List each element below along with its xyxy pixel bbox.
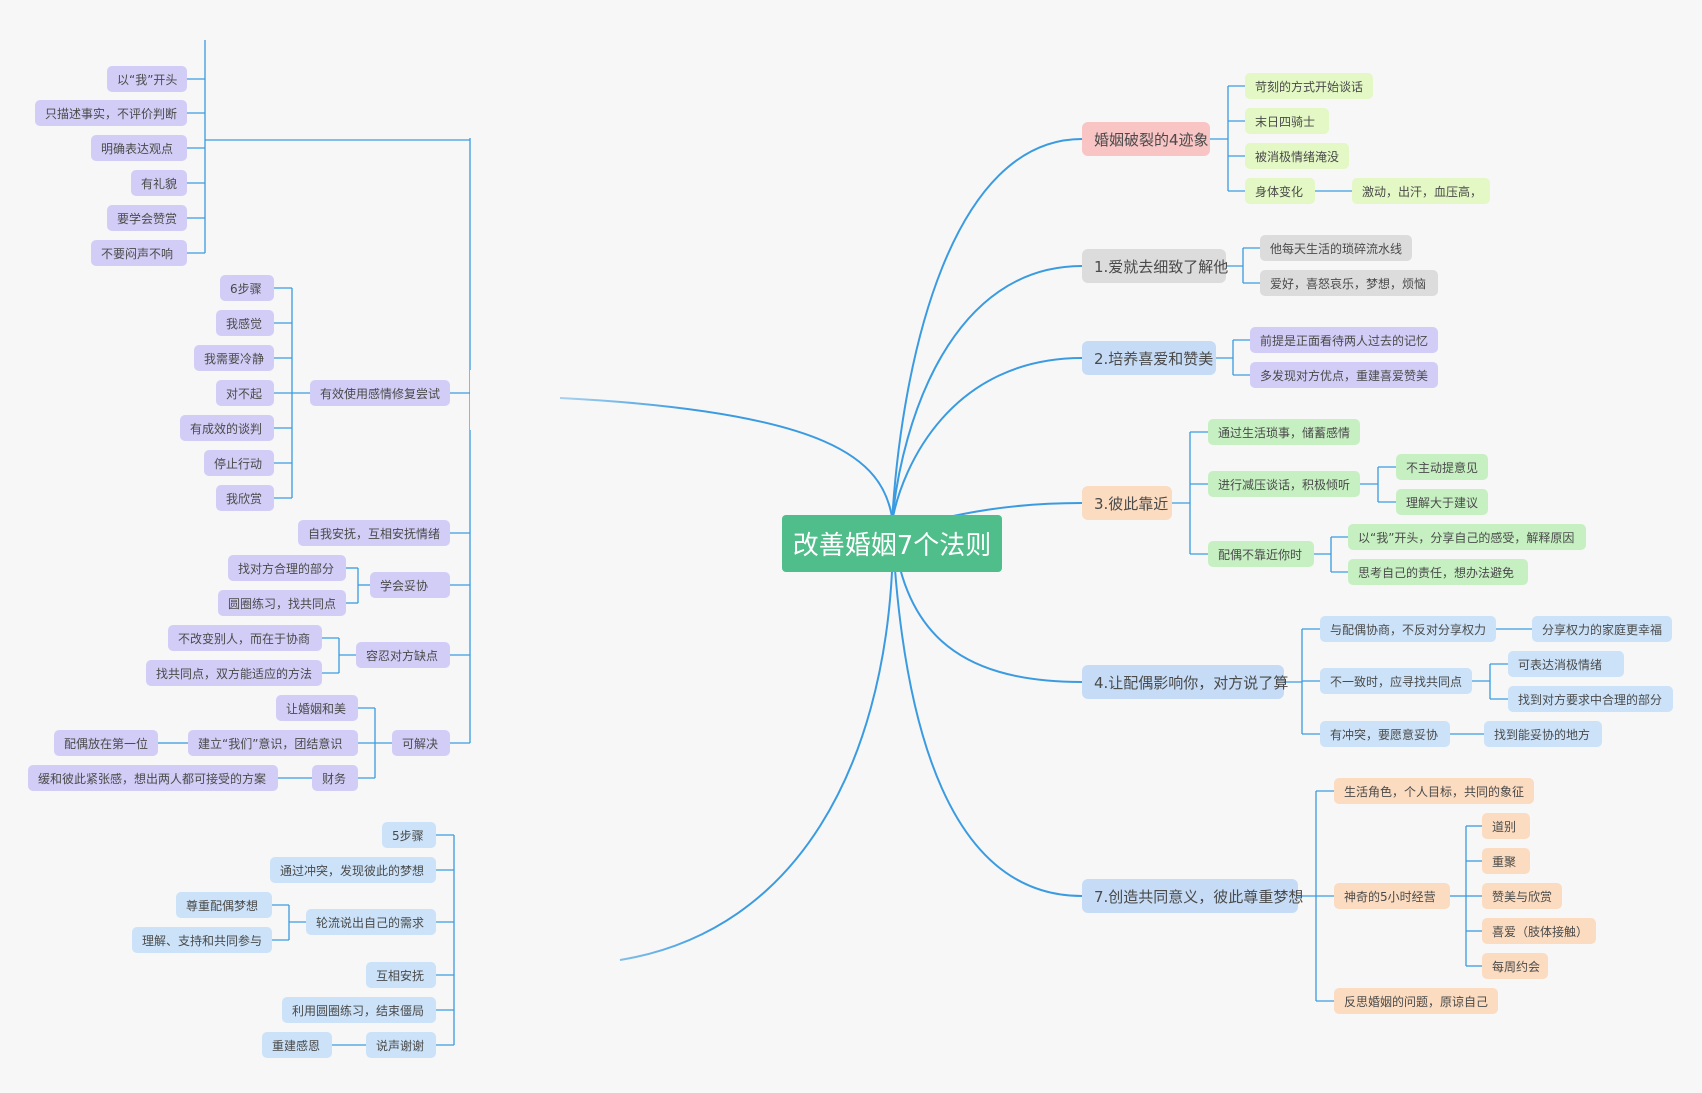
topic-right-2-0[interactable]: 前提是正面看待两人过去的记忆: [1250, 327, 1438, 353]
topic-right-3-2-0[interactable]: 以“我”开头，分享自己的感受，解释原因: [1348, 524, 1586, 550]
topic-right-4-0[interactable]: 与配偶协商，不反对分享权力: [1320, 616, 1496, 642]
topic-right-3-0[interactable]: 通过生活琐事，储蓄感情: [1208, 419, 1360, 445]
fade-overlay: [460, 920, 720, 990]
topic-right-3-1-1[interactable]: 理解大于建议: [1396, 489, 1488, 515]
topic-right-2-1[interactable]: 多发现对方优点，重建喜爱赞美: [1250, 362, 1438, 388]
fade-overlay: [470, 370, 690, 430]
topic-left-upper-9-1[interactable]: 找共同点，双方能适应的方法: [146, 660, 322, 686]
topic-left-upper-10-0[interactable]: 让婚姻和美: [276, 695, 358, 721]
topic-left-upper-8-0[interactable]: 找对方合理的部分: [228, 555, 346, 581]
topic-left-upper-9-0[interactable]: 不改变别人，而在于协商: [168, 625, 322, 651]
branch-left-upper-7[interactable]: 自我安抚，互相安抚情绪: [298, 520, 450, 546]
branch-left-upper-8[interactable]: 学会妥协: [370, 572, 450, 598]
branch-left-upper-10[interactable]: 可解决: [392, 730, 450, 756]
fade-overlay: [40, 25, 200, 60]
topic-right-5-1-4[interactable]: 每周约会: [1482, 953, 1548, 979]
topic-right-0-2[interactable]: 被消极情绪淹没: [1245, 143, 1349, 169]
branch-curve: [891, 357, 1083, 523]
topic-left-lower-5-0[interactable]: 重建感恩: [262, 1032, 332, 1058]
topic-right-3-1-0[interactable]: 不主动提意见: [1396, 454, 1488, 480]
topic-left-upper-6-6[interactable]: 我欣赏: [216, 485, 274, 511]
topic-right-0-3[interactable]: 身体变化: [1245, 178, 1315, 204]
topic-left-upper-10-2[interactable]: 财务: [312, 765, 358, 791]
branch-left-upper-6[interactable]: 有效使用感情修复尝试: [310, 380, 450, 406]
branch-left-upper-1[interactable]: 只描述事实，不评价判断: [35, 100, 187, 126]
topic-left-upper-6-1[interactable]: 我感觉: [216, 310, 274, 336]
branch-left-upper-5[interactable]: 不要闷声不响: [91, 240, 187, 266]
topic-left-lower-2-0[interactable]: 尊重配偶梦想: [176, 892, 272, 918]
branch-left-lower-5[interactable]: 说声谢谢: [366, 1032, 436, 1058]
topic-left-upper-6-3[interactable]: 对不起: [216, 380, 274, 406]
topic-right-4-1-1[interactable]: 找到对方要求中合理的部分: [1508, 686, 1673, 712]
topic-right-5-0[interactable]: 生活角色，个人目标，共同的象征: [1334, 778, 1534, 804]
topic-left-upper-6-0[interactable]: 6步骤: [220, 275, 274, 301]
topic-right-4-1[interactable]: 不一致时，应寻找共同点: [1320, 668, 1472, 694]
branch-right-4[interactable]: 4.让配偶影响你，对方说了算: [1082, 665, 1288, 699]
topic-left-upper-10-1-0[interactable]: 配偶放在第一位: [54, 730, 158, 756]
topic-right-4-2[interactable]: 有冲突，要愿意妥协: [1320, 721, 1450, 747]
branch-left-lower-2[interactable]: 轮流说出自己的需求: [306, 909, 436, 935]
branch-left-lower-0[interactable]: 5步骤: [382, 822, 436, 848]
branch-left-upper-2[interactable]: 明确表达观点: [91, 135, 187, 161]
topic-right-4-0-0[interactable]: 分享权力的家庭更幸福: [1532, 616, 1672, 642]
topic-right-0-3-0[interactable]: 激动，出汗，血压高，: [1352, 178, 1490, 204]
topic-left-upper-6-4[interactable]: 有成效的谈判: [180, 415, 274, 441]
topic-left-upper-10-2-0[interactable]: 缓和彼此紧张感，想出两人都可接受的方案: [28, 765, 278, 791]
branch-right-0[interactable]: 婚姻破裂的4迹象: [1082, 122, 1210, 156]
topic-left-upper-6-5[interactable]: 停止行动: [204, 450, 274, 476]
branch-right-1[interactable]: 1.爱就去细致了解他: [1082, 249, 1228, 283]
topic-left-lower-2-1[interactable]: 理解、支持和共同参与: [132, 927, 272, 953]
topic-right-5-1-0[interactable]: 道别: [1482, 813, 1530, 839]
branch-left-upper-3[interactable]: 有礼貌: [131, 170, 187, 196]
branch-left-upper-0[interactable]: 以“我”开头: [107, 66, 187, 92]
branch-curve: [891, 138, 1083, 523]
topic-right-5-1-3[interactable]: 喜爱（肢体接触）: [1482, 918, 1596, 944]
root-topic[interactable]: 改善婚姻7个法则: [782, 515, 1002, 572]
branch-curve: [891, 265, 1083, 523]
branch-curve: [891, 521, 1083, 897]
branch-left-upper-4[interactable]: 要学会赞赏: [107, 205, 187, 231]
topic-right-0-0[interactable]: 苛刻的方式开始谈话: [1245, 73, 1373, 99]
topic-right-5-1[interactable]: 神奇的5小时经营: [1334, 883, 1450, 909]
topic-left-upper-6-2[interactable]: 我需要冷静: [194, 345, 274, 371]
topic-right-5-1-2[interactable]: 赞美与欣赏: [1482, 883, 1562, 909]
topic-right-3-1[interactable]: 进行减压谈话，积极倾听: [1208, 471, 1360, 497]
branch-curve: [619, 571, 893, 961]
topic-right-3-2[interactable]: 配偶不靠近你时: [1208, 541, 1314, 567]
topic-right-5-2[interactable]: 反思婚姻的问题，原谅自己: [1334, 988, 1498, 1014]
topic-right-0-1[interactable]: 末日四骑士: [1245, 108, 1329, 134]
topic-left-upper-10-1[interactable]: 建立“我们”意识，团结意识: [188, 730, 358, 756]
branch-left-upper-9[interactable]: 容忍对方缺点: [356, 642, 450, 668]
topic-left-upper-8-1[interactable]: 圆圈练习，找共同点: [218, 590, 346, 616]
topic-right-5-1-1[interactable]: 重聚: [1482, 848, 1530, 874]
topic-right-1-1[interactable]: 爱好，喜怒哀乐，梦想，烦恼: [1260, 270, 1438, 296]
topic-right-1-0[interactable]: 他每天生活的琐碎流水线: [1260, 235, 1412, 261]
branch-right-3[interactable]: 3.彼此靠近: [1082, 486, 1172, 520]
topic-right-3-2-1[interactable]: 思考自己的责任，想办法避免: [1348, 559, 1528, 585]
branch-left-lower-1[interactable]: 通过冲突，发现彼此的梦想: [270, 857, 436, 883]
topic-right-4-2-0[interactable]: 找到能妥协的地方: [1484, 721, 1602, 747]
branch-right-5[interactable]: 7.创造共同意义，彼此尊重梦想: [1082, 879, 1303, 913]
topic-right-4-1-0[interactable]: 可表达消极情绪: [1508, 651, 1624, 677]
branch-right-2[interactable]: 2.培养喜爱和赞美: [1082, 341, 1216, 375]
branch-left-lower-3[interactable]: 互相安抚: [366, 962, 436, 988]
branch-left-lower-4[interactable]: 利用圆圈练习，结束僵局: [282, 997, 436, 1023]
